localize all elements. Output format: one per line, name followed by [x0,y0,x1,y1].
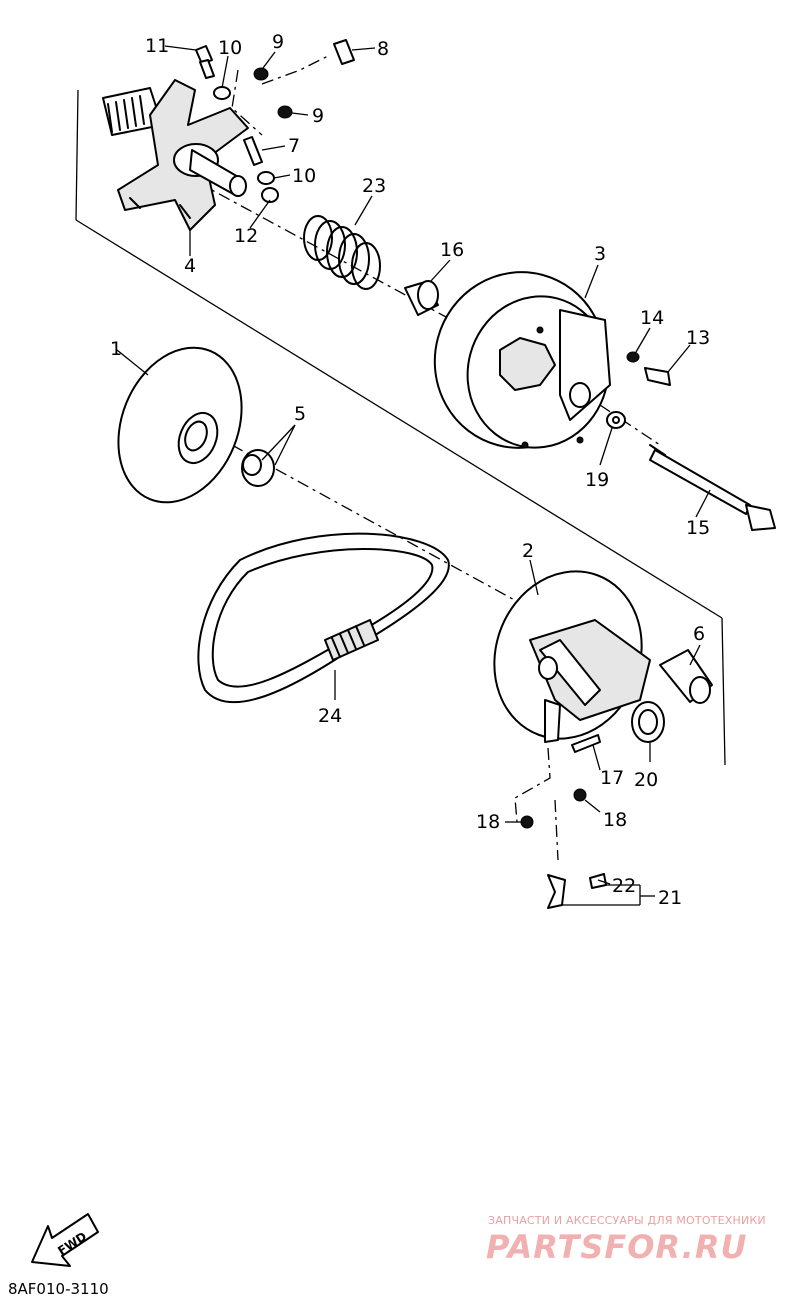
callout-13: 13 [686,327,710,349]
part-24-belt [197,532,450,704]
callout-3: 3 [594,243,606,265]
callout-9-bottom: 9 [312,105,324,127]
callout-6: 6 [693,623,705,645]
watermark-logo: PARTSFOR.RU [486,1228,748,1266]
part-4-spider [102,79,249,231]
parts-6-20 [631,649,713,743]
callout-18-right: 18 [603,809,627,831]
callout-22: 22 [612,875,636,897]
part-23-spring [303,215,381,290]
callout-16: 16 [440,239,464,261]
callout-24: 24 [318,705,342,727]
small-parts-top [195,39,355,203]
fwd-arrow-icon: FWD [31,1213,99,1267]
callout-2: 2 [522,540,534,562]
callout-23: 23 [362,175,386,197]
watermark-tagline: ЗАПЧАСТИ И АКСЕССУАРЫ ДЛЯ МОТОТЕХНИКИ [488,1214,766,1227]
callout-17: 17 [600,767,624,789]
part-1-fixed-sheave [117,346,243,504]
cover-fasteners [606,351,776,531]
part-16-bushing [404,280,439,316]
part-3-cover [433,271,611,449]
callout-12: 12 [234,225,258,247]
callout-8: 8 [377,38,389,60]
callout-10-bottom: 10 [292,165,316,187]
leader-lines [116,45,711,897]
diagram-code: 8AF010-3110 [8,1280,109,1298]
callouts: 11 10 9 8 9 7 10 23 12 4 16 3 14 13 1 5 … [110,31,710,909]
callout-1: 1 [110,338,122,360]
part-5-collar [241,449,275,487]
callout-10-top: 10 [218,37,242,59]
callout-14: 14 [640,307,664,329]
callout-18-left: 18 [476,811,500,833]
parts-lower [514,734,641,909]
callout-11: 11 [145,35,169,57]
callout-9-top: 9 [272,31,284,53]
callout-21: 21 [658,887,682,909]
callout-7: 7 [288,135,300,157]
callout-20: 20 [634,769,658,791]
callout-5: 5 [294,403,306,425]
callout-19: 19 [585,469,609,491]
callout-15: 15 [686,517,710,539]
part-2-secondary-sheave [493,570,651,743]
callout-4: 4 [184,255,196,277]
